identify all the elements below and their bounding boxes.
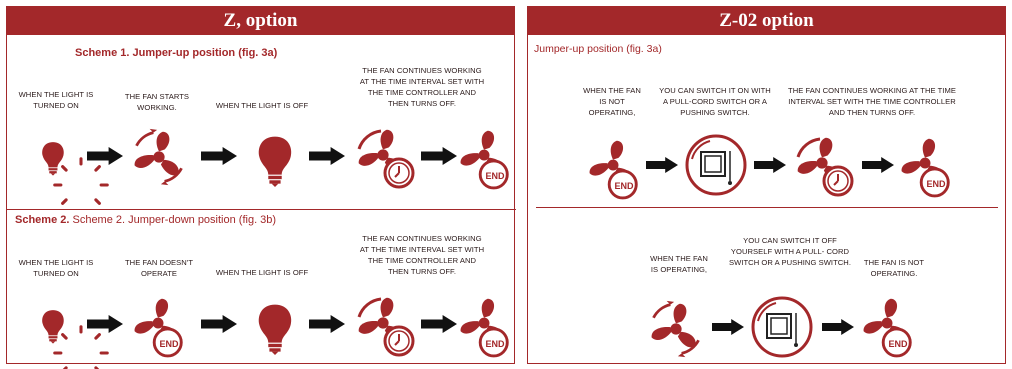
arrow-icon: [201, 315, 237, 333]
arrow-icon: [862, 157, 894, 173]
pull-cord-switch-icon: [751, 296, 813, 358]
light-on-icon: [42, 310, 81, 353]
end-label: END: [159, 339, 179, 349]
scheme-1-heading: Scheme 1. Jumper-up position (fig. 3a): [75, 47, 278, 59]
end-label: END: [485, 171, 505, 181]
caption: WHEN THE LIGHT IS TURNED ON: [18, 258, 94, 278]
light-on-icon: [42, 142, 81, 185]
divider: [536, 207, 998, 208]
end-label: END: [926, 179, 946, 189]
caption: WHEN THE LIGHT IS OFF: [215, 101, 309, 110]
fan-rotating-icon: [651, 300, 700, 358]
caption: YOU CAN SWITCH IT OFF YOURSELF WITH A PU…: [728, 236, 851, 267]
arrow-icon: [309, 147, 345, 165]
light-off-icon: [258, 136, 292, 187]
arrow-icon: [87, 315, 123, 333]
divider: [7, 209, 516, 210]
fan-end-icon: END: [457, 125, 515, 191]
arrow-icon: [87, 147, 123, 165]
jumper-up-heading: Jumper-up position (fig. 3a): [534, 43, 662, 55]
caption: WHEN THE FAN IS NOT OPERATING,: [583, 86, 641, 117]
fan-end-icon: END: [586, 135, 644, 201]
z-option-panel: Z, option Scheme 1. Jumper-up position (…: [6, 6, 516, 364]
arrow-icon: [754, 157, 786, 173]
light-off-icon: [258, 304, 292, 355]
arrow-icon: [646, 157, 678, 173]
end-label: END: [888, 339, 908, 349]
fan-rotating-icon: [134, 128, 183, 186]
z-02-option-panel: Z-02 option Jumper-up position (fig. 3a)…: [527, 6, 1006, 364]
panel-title: Z-02 option: [528, 7, 1005, 35]
fan-end-icon: END: [898, 133, 956, 199]
panel-title: Z, option: [7, 7, 514, 35]
caption: WHEN THE LIGHT IS OFF: [215, 268, 309, 277]
arrow-icon: [421, 315, 457, 333]
arrow-icon: [201, 147, 237, 165]
caption: THE FAN STARTS WORKING.: [124, 92, 190, 112]
arrow-icon: [421, 147, 457, 165]
arrow-icon: [712, 319, 744, 335]
caption: THE FAN CONTINUES WORKING AT THE TIME IN…: [359, 66, 485, 108]
caption: WHEN THE LIGHT IS TURNED ON: [18, 90, 94, 110]
caption: THE FAN IS NOT OPERATING.: [863, 258, 925, 278]
end-label: END: [485, 339, 505, 349]
caption: WHEN THE FAN IS OPERATING,: [650, 254, 708, 274]
fan-end-icon: END: [860, 293, 918, 359]
fan-timer-icon: [357, 297, 415, 357]
scheme-2-heading: Scheme 2. Scheme 2. Jumper-down position…: [15, 214, 277, 226]
fan-timer-icon: [796, 137, 854, 197]
arrow-icon: [309, 315, 345, 333]
pull-cord-switch-icon: [685, 134, 747, 196]
caption: YOU CAN SWITCH IT ON WITH A PULL-CORD SW…: [659, 86, 771, 117]
fan-timer-icon: [357, 129, 415, 189]
caption: THE FAN CONTINUES WORKING AT THE TIME IN…: [788, 86, 956, 117]
arrow-icon: [822, 319, 854, 335]
fan-end-icon: END: [131, 293, 189, 359]
caption: THE FAN DOESN'T OPERATE: [124, 258, 194, 278]
caption: THE FAN CONTINUES WORKING AT THE TIME IN…: [359, 234, 485, 276]
fan-end-icon: END: [457, 293, 515, 359]
end-label: END: [614, 181, 634, 191]
